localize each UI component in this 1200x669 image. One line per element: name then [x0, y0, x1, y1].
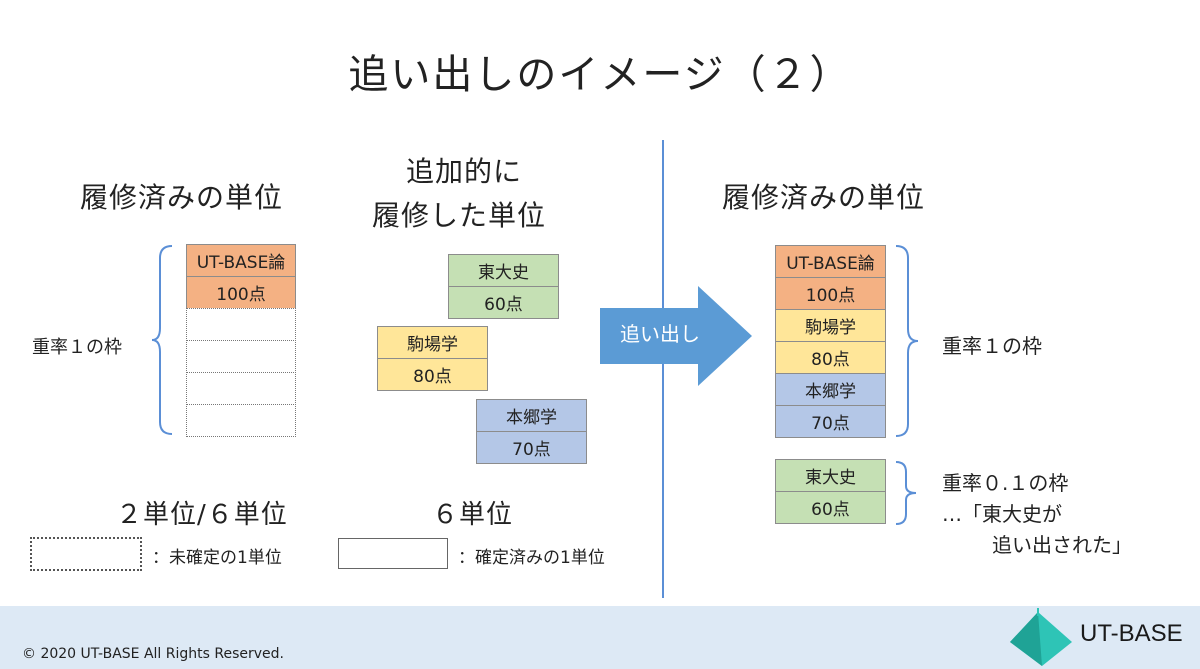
right-secondary-cell: 東大史 [775, 459, 886, 492]
left-cell-empty [186, 404, 296, 437]
block-name: 本郷学 [476, 399, 587, 432]
left-cell-empty [186, 340, 296, 373]
right-main-brace [895, 245, 919, 437]
left-cell-empty [186, 372, 296, 405]
block-score: 60点 [448, 286, 559, 319]
logo-text: UT-BASE [1080, 620, 1183, 647]
right-secondary-label: 重率０.１の枠 [942, 471, 1069, 495]
block-name: 駒場学 [377, 326, 488, 359]
left-count-label: ２単位/６単位 [116, 500, 288, 530]
middle-count-label: ６単位 [432, 500, 514, 530]
arrow-label: 追い出し [620, 322, 700, 346]
right-secondary-cell: 60点 [775, 491, 886, 524]
right-cell: 駒場学 [775, 309, 886, 342]
block-score: 80点 [377, 358, 488, 391]
block-name: 東大史 [448, 254, 559, 287]
legend-undetermined-label: ：未確定の1単位 [152, 548, 282, 568]
middle-heading-line1: 追加的に [406, 155, 523, 188]
vertical-divider [662, 140, 664, 598]
left-cell-empty [186, 308, 296, 341]
arrow-right-icon [600, 286, 752, 386]
left-brace [151, 245, 173, 435]
left-heading: 履修済みの単位 [80, 181, 284, 214]
slide-title: 追い出しのイメージ（２） [348, 52, 852, 98]
right-cell: 本郷学 [775, 373, 886, 406]
right-heading: 履修済みの単位 [722, 181, 926, 214]
footer-band [0, 606, 1200, 669]
right-cell: 70点 [775, 405, 886, 438]
right-secondary-label: 追い出された」 [992, 533, 1132, 557]
legend-determined-label: ：確定済みの1単位 [458, 548, 605, 568]
legend-undetermined-swatch [30, 537, 142, 571]
right-main-frame-label: 重率１の枠 [942, 334, 1042, 358]
right-secondary-brace [895, 461, 917, 525]
right-cell: 80点 [775, 341, 886, 374]
block-score: 70点 [476, 431, 587, 464]
right-secondary-label: …「東大史が [942, 502, 1062, 526]
left-cell-score: 100点 [186, 276, 296, 309]
left-cell-subject: UT-BASE論 [186, 244, 296, 277]
right-cell: UT-BASE論 [775, 245, 886, 278]
logo-icon [1010, 608, 1072, 666]
left-frame-label: 重率１の枠 [32, 337, 122, 358]
middle-heading-line2: 履修した単位 [372, 199, 547, 232]
copyright-text: © 2020 UT-BASE All Rights Reserved. [22, 646, 284, 662]
right-cell: 100点 [775, 277, 886, 310]
legend-determined-swatch [338, 538, 448, 569]
